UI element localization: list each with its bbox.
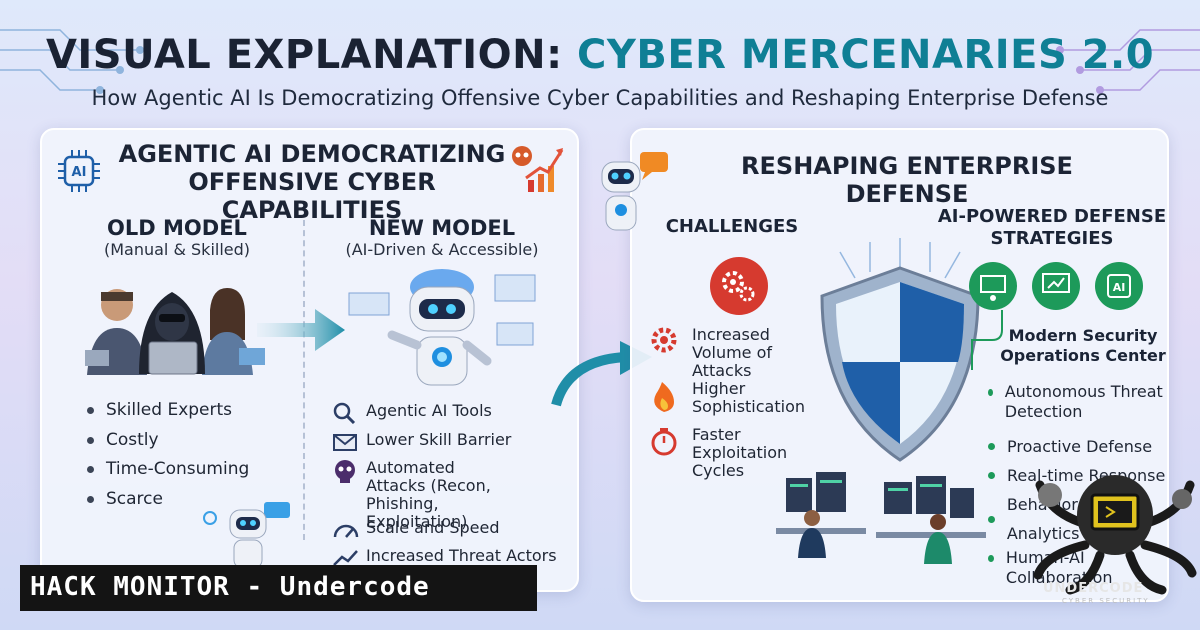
challenges-list: Increased Volume of Attacks Higher Sophi… (648, 326, 828, 482)
left-panel-heading: AGENTIC AI DEMOCRATIZING OFFENSIVE CYBER… (118, 140, 506, 224)
list-item: Agentic AI Tools (332, 402, 572, 431)
offensive-capabilities-panel: AI AGENTIC AI DEMOCRATIZING OFFENSIVE CY… (40, 128, 579, 592)
old-model-list: Skilled Experts Costly Time-Consuming Sc… (87, 396, 249, 514)
defense-connector (971, 310, 1003, 370)
small-robot-illustration (203, 502, 290, 569)
page-title: VISUAL EXPLANATION: CYBER MERCENARIES 2.… (0, 32, 1200, 78)
title-part-2: CYBER MERCENARIES 2.0 (577, 32, 1155, 78)
ai-robot-illustration (348, 269, 536, 386)
new-model-list: Agentic AI Tools Lower Skill Barrier Aut… (332, 402, 572, 567)
new-model-item-text: Agentic AI Tools (366, 401, 492, 420)
defense-bullet: Proactive Defense (1007, 437, 1153, 456)
defense-bullet: Autonomous Threat Detection (1004, 382, 1163, 421)
speedometer-icon (333, 524, 359, 538)
new-model-title: NEW MODEL (368, 216, 516, 240)
challenges-title: CHALLENGES (665, 216, 799, 237)
logo-tagline: CYBER SECURITY (1062, 597, 1150, 605)
new-model-item-text: Lower Skill Barrier (366, 430, 512, 449)
bullet-dot (988, 515, 995, 523)
old-model-title: OLD MODEL (107, 216, 247, 240)
ai-defense-label: AI (1113, 281, 1126, 294)
challenge-text: Higher Sophistication (692, 379, 805, 416)
banner-text: HACK MONITOR - Undercode (30, 572, 430, 602)
list-item: Faster Exploitation Cycles (648, 426, 828, 482)
old-model-bullet: Time-Consuming (106, 459, 250, 479)
hackers-illustration (85, 288, 265, 375)
new-model-subtitle: (AI-Driven & Accessible) (345, 240, 539, 259)
list-item: Costly (87, 426, 249, 456)
list-item: Time-Consuming (87, 455, 249, 485)
undercode-octopus-logo (1033, 475, 1197, 595)
old-model-subtitle: (Manual & Skilled) (103, 240, 251, 259)
defense-shield-illustration (820, 238, 980, 462)
bullet-dot (988, 443, 995, 450)
gear-icon (651, 327, 677, 353)
bullet-dot (87, 436, 94, 444)
list-item: Scarce (87, 485, 249, 515)
page-subtitle: How Agentic AI Is Democratizing Offensiv… (91, 86, 1109, 110)
new-model-item-text: Increased Threat Actors (366, 547, 557, 565)
list-item: Lower Skill Barrier (332, 431, 572, 459)
bullet-dot (988, 555, 994, 562)
new-model-item-text: Scale and Speed (366, 518, 500, 537)
list-item: Higher Sophistication (648, 380, 828, 426)
challenge-text: Increased Volume of Attacks (692, 325, 773, 380)
circuit-decoration-left (0, 29, 144, 94)
list-item: Autonomous Threat Detection (988, 382, 1166, 432)
magnifier-icon (333, 402, 356, 424)
old-model-bullet: Costly (106, 429, 159, 450)
soc-label: Modern Security Operations Center (1000, 326, 1166, 365)
soc-workers-illustration (776, 472, 986, 564)
flame-icon (654, 382, 674, 412)
title-part-1: VISUAL EXPLANATION: (45, 32, 563, 78)
list-item: Proactive Defense (988, 432, 1166, 461)
model-divider (303, 220, 305, 540)
ai-chip-label: AI (72, 165, 87, 180)
hack-monitor-banner: HACK MONITOR - Undercode (20, 565, 537, 611)
list-item: Skilled Experts (87, 396, 249, 426)
list-item: Increased Volume of Attacks (648, 326, 828, 380)
right-panel-heading: RESHAPING ENTERPRISE DEFENSE (741, 152, 1073, 208)
stopwatch-icon (651, 428, 677, 456)
enterprise-defense-panel: RESHAPING ENTERPRISE DEFENSE CHALLENGES … (601, 128, 1169, 602)
robot-mascot-illustration (601, 152, 668, 231)
bullet-dot (87, 407, 94, 415)
bullet-dot (988, 389, 993, 396)
circuit-decoration-right (1056, 29, 1200, 94)
defense-list: Autonomous Threat Detection Proactive De… (988, 382, 1166, 588)
skull-icon (335, 460, 355, 483)
bullet-dot (87, 495, 94, 503)
defense-icons-row: AI (969, 262, 1143, 310)
bullet-dot (988, 472, 995, 479)
trend-icon (333, 550, 358, 566)
list-item: Scale and Speed (332, 519, 572, 547)
challenges-gears-icon (710, 257, 768, 315)
logo-name: UNDERCODE (1043, 581, 1144, 596)
envelope-icon (333, 434, 357, 451)
ai-chip-icon: AI (58, 150, 100, 192)
list-item: Increased Threat Actors (332, 547, 572, 567)
transition-arrow (257, 309, 345, 351)
defense-strategies-title: AI-POWERED DEFENSE STRATEGIES (937, 206, 1167, 249)
old-model-bullet: Skilled Experts (106, 400, 233, 420)
bullet-dot (87, 466, 94, 474)
skull-chart-icon (512, 146, 564, 192)
list-item: Automated Attacks (Recon, Phishing, Expl… (332, 459, 572, 531)
old-model-bullet: Scarce (106, 488, 163, 509)
new-model-item-text: Automated Attacks (Recon, Phishing, Expl… (366, 458, 491, 531)
challenge-text: Faster Exploitation Cycles (692, 425, 788, 480)
